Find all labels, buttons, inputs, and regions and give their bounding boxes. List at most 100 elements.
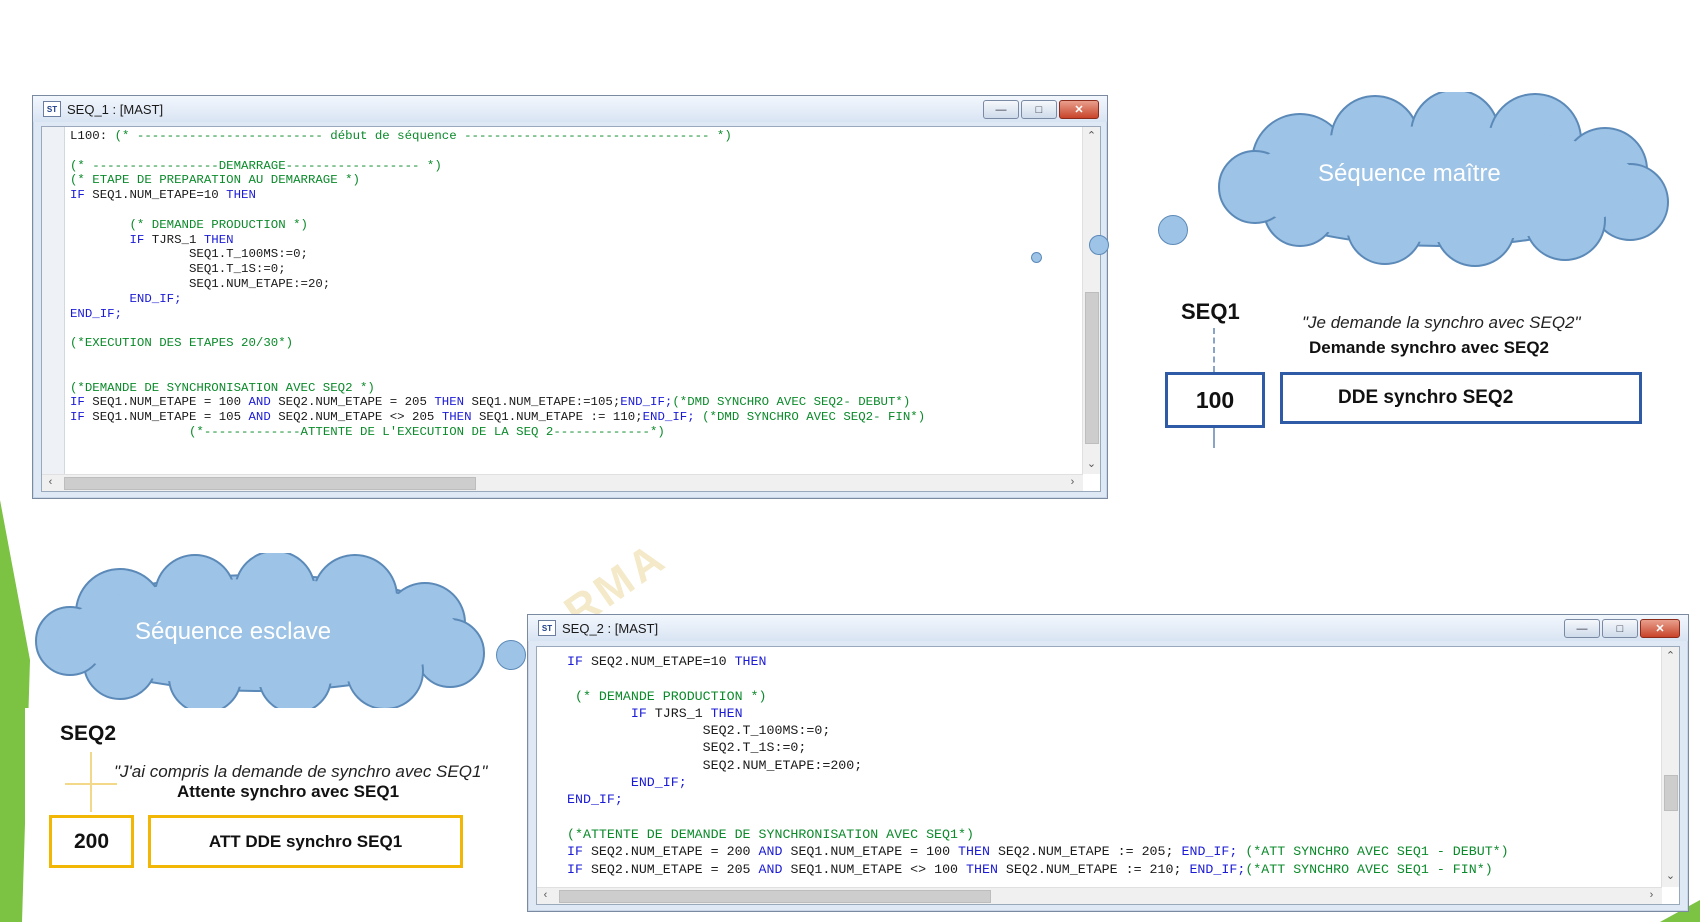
vertical-scrollbar[interactable]: ⌃ ⌄	[1082, 127, 1100, 474]
scroll-up-icon[interactable]: ⌃	[1665, 650, 1676, 662]
code-text[interactable]: L100: (* ------------------------- début…	[70, 129, 925, 440]
seq2-quote: "J'ai compris la demande de synchro avec…	[114, 762, 488, 781]
horizontal-scrollbar[interactable]: ‹ ›	[42, 474, 1083, 491]
code-comment: (*DEMANDE DE SYNCHRONISATION AVEC SEQ2 *…	[70, 380, 375, 395]
code-line[interactable]: SEQ2.T_1S:=0;	[567, 739, 1509, 756]
code-keyword: END_IF;	[567, 792, 623, 808]
minimize-icon: —	[1576, 622, 1588, 635]
code-keyword: END_IF;	[1181, 844, 1238, 860]
seq2-caption: Attente synchro avec SEQ1	[177, 782, 400, 801]
code-line[interactable]: (* DEMANDE PRODUCTION *)	[567, 688, 1509, 705]
code-line[interactable]	[70, 144, 925, 159]
code-keyword: THEN	[434, 395, 465, 410]
code-comment: (* DEMANDE PRODUCTION *)	[129, 217, 308, 232]
scroll-up-icon[interactable]: ⌃	[1086, 130, 1097, 142]
code-keyword: THEN	[203, 232, 234, 247]
window-titlebar[interactable]: ST SEQ_2 : [MAST] — □ ✕	[528, 615, 1688, 641]
code-line[interactable]: IF TJRS_1 THEN	[70, 233, 925, 248]
code-token: SEQ2.NUM_ETAPE=10	[582, 654, 735, 669]
code-line[interactable]	[567, 670, 1509, 687]
code-line[interactable]: SEQ1.T_100MS:=0;	[70, 247, 925, 262]
code-line[interactable]: IF SEQ1.NUM_ETAPE = 105 AND SEQ2.NUM_ETA…	[70, 410, 925, 425]
code-token: SEQ2.NUM_ETAPE <> 205	[270, 410, 442, 425]
scroll-right-icon[interactable]: ›	[1070, 476, 1075, 488]
code-line[interactable]: END_IF;	[70, 292, 925, 307]
code-line[interactable]: IF SEQ1.NUM_ETAPE=10 THEN	[70, 188, 925, 203]
code-line[interactable]: (*DEMANDE DE SYNCHRONISATION AVEC SEQ2 *…	[70, 381, 925, 396]
maximize-icon: □	[1035, 103, 1043, 116]
close-button[interactable]: ✕	[1640, 619, 1680, 638]
code-line[interactable]: (* DEMANDE PRODUCTION *)	[70, 218, 925, 233]
code-line[interactable]	[70, 321, 925, 336]
code-line[interactable]	[70, 351, 925, 366]
seq2-label: SEQ2	[60, 722, 117, 745]
code-line[interactable]: SEQ2.NUM_ETAPE:=200;	[567, 757, 1509, 774]
code-line[interactable]: IF SEQ2.NUM_ETAPE = 200 AND SEQ1.NUM_ETA…	[567, 843, 1509, 860]
code-token: SEQ1.NUM_ETAPE=10	[84, 188, 227, 203]
maximize-button[interactable]: □	[1021, 100, 1057, 119]
code-line[interactable]: END_IF;	[70, 307, 925, 322]
scroll-down-icon[interactable]: ⌄	[1665, 870, 1676, 882]
scroll-left-icon[interactable]: ‹	[543, 889, 548, 901]
seq1-editor-window[interactable]: ST SEQ_1 : [MAST] — □ ✕ L100: (* -------…	[32, 95, 1108, 499]
code-line[interactable]	[70, 366, 925, 381]
code-line[interactable]: SEQ2.T_100MS:=0;	[567, 722, 1509, 739]
code-line[interactable]: (*-------------ATTENTE DE L'EXECUTION DE…	[70, 425, 925, 440]
code-editor[interactable]: L100: (* ------------------------- début…	[41, 126, 1101, 492]
code-editor[interactable]: IF SEQ2.NUM_ETAPE=10 THEN (* DEMANDE PRO…	[536, 646, 1680, 905]
code-line[interactable]	[567, 809, 1509, 826]
maximize-button[interactable]: □	[1602, 619, 1638, 638]
code-line[interactable]: L100: (* ------------------------- début…	[70, 129, 925, 144]
h-scroll-thumb[interactable]	[64, 477, 476, 490]
code-comment: (*ATT SYNCHRO AVEC SEQ1 - FIN*)	[1245, 861, 1493, 877]
scroll-right-icon[interactable]: ›	[1649, 889, 1654, 901]
minimize-button[interactable]: —	[983, 100, 1019, 119]
code-line[interactable]: IF SEQ2.NUM_ETAPE=10 THEN	[567, 653, 1509, 670]
code-comment: (* DEMANDE PRODUCTION *)	[574, 688, 767, 704]
code-line[interactable]: END_IF;	[567, 774, 1509, 791]
code-token: SEQ1.NUM_ETAPE:=105;	[464, 395, 621, 410]
scroll-thumb[interactable]	[1664, 775, 1678, 811]
scroll-left-icon[interactable]: ‹	[48, 476, 53, 488]
code-keyword: IF	[70, 188, 85, 203]
code-line[interactable]	[70, 203, 925, 218]
seq1-action-box: DDE synchro SEQ2	[1280, 372, 1642, 424]
scroll-down-icon[interactable]: ⌄	[1086, 458, 1097, 470]
code-keyword: IF	[567, 861, 583, 877]
code-token: TJRS_1	[144, 232, 204, 247]
code-token: SEQ2.T_1S:=0;	[567, 740, 807, 756]
vertical-scrollbar[interactable]: ⌃ ⌄	[1661, 647, 1679, 887]
code-line[interactable]: (* ETAPE DE PREPARATION AU DEMARRAGE *)	[70, 173, 925, 188]
horizontal-scrollbar[interactable]: ‹ ›	[537, 887, 1662, 904]
code-comment: (*EXECUTION DES ETAPES 20/30*)	[70, 336, 294, 351]
code-keyword: AND	[758, 861, 783, 877]
code-line[interactable]: END_IF;	[567, 791, 1509, 808]
code-line[interactable]: SEQ1.T_1S:=0;	[70, 262, 925, 277]
seq1-link-line-top	[1213, 328, 1215, 372]
code-line[interactable]: IF SEQ2.NUM_ETAPE = 205 AND SEQ1.NUM_ETA…	[567, 861, 1509, 878]
code-token: SEQ1.NUM_ETAPE:=20;	[70, 276, 331, 291]
code-line[interactable]: SEQ1.NUM_ETAPE:=20;	[70, 277, 925, 292]
code-text[interactable]: IF SEQ2.NUM_ETAPE=10 THEN (* DEMANDE PRO…	[567, 653, 1509, 878]
close-button[interactable]: ✕	[1059, 100, 1099, 119]
seq1-link-line-bottom	[1213, 428, 1215, 448]
code-line[interactable]: IF TJRS_1 THEN	[567, 705, 1509, 722]
minimize-button[interactable]: —	[1564, 619, 1600, 638]
window-titlebar[interactable]: ST SEQ_1 : [MAST] — □ ✕	[33, 96, 1107, 122]
code-keyword: IF	[630, 705, 647, 721]
seq2-editor-window[interactable]: ST SEQ_2 : [MAST] — □ ✕ IF SEQ2.NUM_ETAP…	[527, 614, 1689, 912]
code-token	[567, 775, 631, 790]
code-line[interactable]: (*EXECUTION DES ETAPES 20/30*)	[70, 336, 925, 351]
thought-bubble-medium	[1089, 235, 1109, 255]
code-line[interactable]: (*ATTENTE DE DEMANDE DE SYNCHRONISATION …	[567, 826, 1509, 843]
code-line[interactable]: IF SEQ1.NUM_ETAPE = 100 AND SEQ2.NUM_ETA…	[70, 395, 925, 410]
h-scroll-thumb[interactable]	[559, 890, 991, 903]
code-comment: (* ------------------------- début de sé…	[114, 129, 732, 143]
seq2-step-box: 200	[49, 815, 134, 868]
code-keyword: END_IF;	[129, 291, 182, 306]
code-line[interactable]: (* -----------------DEMARRAGE-----------…	[70, 159, 925, 174]
scroll-thumb[interactable]	[1085, 292, 1099, 444]
code-token: SEQ1.NUM_ETAPE = 105	[84, 410, 249, 425]
code-keyword: THEN	[710, 705, 743, 721]
code-keyword: IF	[70, 395, 85, 410]
